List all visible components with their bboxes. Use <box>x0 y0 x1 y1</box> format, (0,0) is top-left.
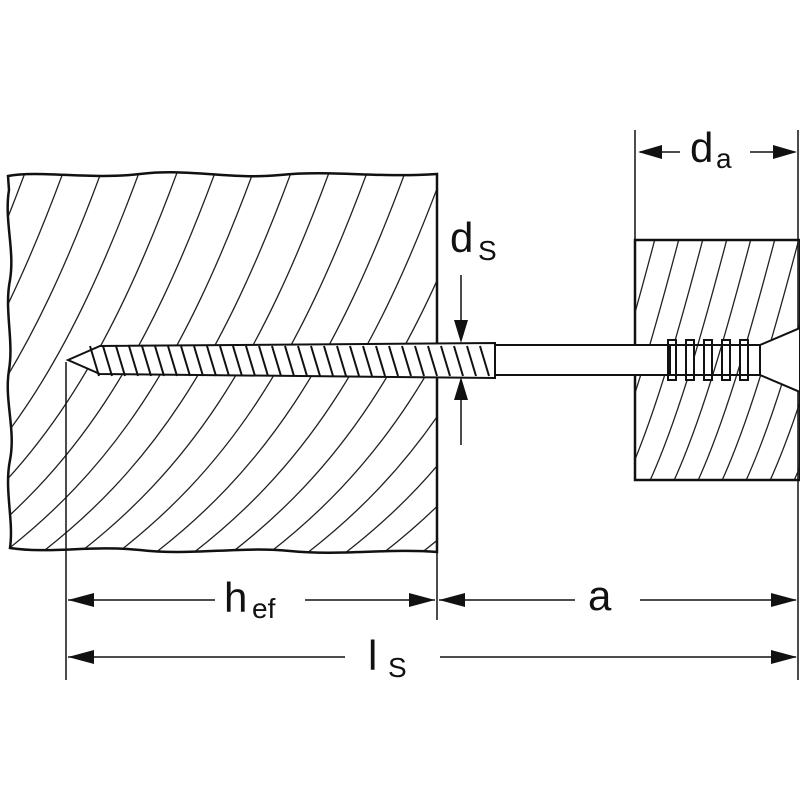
thread-crest <box>206 345 217 377</box>
grain-line <box>69 172 331 553</box>
thread-crest <box>336 345 347 377</box>
hef-label-main: h <box>224 574 247 621</box>
thread-crest <box>245 345 256 377</box>
grain-line <box>297 172 438 553</box>
thread-crest <box>102 345 113 377</box>
da-right-arrow <box>773 145 797 159</box>
dimension-da: d a <box>638 124 797 174</box>
thread-crest <box>466 345 477 377</box>
thread-crest <box>258 345 269 377</box>
extension-lines <box>65 130 799 680</box>
base-timber-block <box>6 171 439 554</box>
head-rib <box>721 339 731 381</box>
thread-crest <box>219 345 230 377</box>
thread-crest <box>414 345 425 377</box>
thread-crest <box>271 345 282 377</box>
grain-line <box>635 240 656 316</box>
thread-crest <box>323 345 334 377</box>
grain-line <box>7 172 217 553</box>
hef-left-arrow <box>68 593 94 607</box>
thread-crest <box>310 345 321 377</box>
da-label-main: d <box>690 124 713 171</box>
da-label-sub: a <box>716 143 732 174</box>
wood-grain-hatch <box>7 172 438 553</box>
grain-line <box>697 240 776 480</box>
screw-neck <box>669 344 761 376</box>
thread-crest <box>232 345 243 377</box>
screw-threads <box>89 345 490 377</box>
wood-screw-icon <box>65 326 800 394</box>
a-left-arrow <box>439 593 465 607</box>
thread-crest <box>89 345 100 377</box>
head-rib <box>667 339 677 381</box>
grain-line <box>107 172 369 553</box>
head-rib <box>685 339 695 381</box>
dimension-a: a <box>439 572 797 619</box>
thread-crest <box>401 345 412 377</box>
grain-line <box>7 172 27 553</box>
thread-crest <box>128 345 139 377</box>
thread-crest <box>141 345 152 377</box>
screw-shank <box>494 344 671 376</box>
grain-line <box>7 172 103 553</box>
grain-line <box>769 399 800 480</box>
thread-crest <box>180 345 191 377</box>
screw-head <box>759 326 800 394</box>
dimension-hef: h ef <box>68 574 435 624</box>
thread-crest <box>427 345 438 377</box>
thread-crest <box>479 345 490 377</box>
ls-label-sub: S <box>388 652 407 683</box>
screw-thread-core <box>65 341 496 380</box>
head-rib <box>739 339 749 381</box>
thread-crest <box>453 345 464 377</box>
da-left-arrow <box>638 145 662 159</box>
grain-line <box>7 172 255 553</box>
thread-crest <box>167 345 178 377</box>
thread-crest <box>440 345 451 377</box>
a-right-arrow <box>771 593 797 607</box>
grain-line <box>145 172 407 553</box>
ls-left-arrow <box>68 650 94 664</box>
base-timber-outline <box>6 171 439 554</box>
dimension-ds: d S <box>450 214 497 445</box>
hef-right-arrow <box>409 593 435 607</box>
ls-label-main: l <box>368 632 377 679</box>
grain-line <box>259 172 438 553</box>
screw-ribs <box>667 339 749 381</box>
thread-crest <box>388 345 399 377</box>
ds-top-arrow <box>454 320 468 343</box>
dimension-ls: l S <box>68 632 797 683</box>
ds-bottom-arrow <box>454 377 468 400</box>
grain-line <box>7 172 141 553</box>
ds-label-sub: S <box>478 235 497 266</box>
a-label: a <box>588 572 612 619</box>
grain-line <box>31 172 293 553</box>
ls-right-arrow <box>771 650 797 664</box>
grain-line <box>183 172 438 553</box>
grain-line <box>7 172 65 553</box>
thread-crest <box>297 345 308 377</box>
thread-crest <box>349 345 360 377</box>
thread-crest <box>284 345 295 377</box>
thread-crest <box>193 345 204 377</box>
grain-line <box>221 172 438 553</box>
head-rib <box>703 339 713 381</box>
grain-line <box>373 172 438 553</box>
hef-label-sub: ef <box>252 593 276 624</box>
grain-line <box>673 240 752 480</box>
thread-crest <box>154 345 165 377</box>
thread-crest <box>115 345 126 377</box>
thread-crest <box>362 345 373 377</box>
grain-line <box>335 172 438 553</box>
ds-label-main: d <box>450 214 473 261</box>
thread-crest <box>375 345 386 377</box>
